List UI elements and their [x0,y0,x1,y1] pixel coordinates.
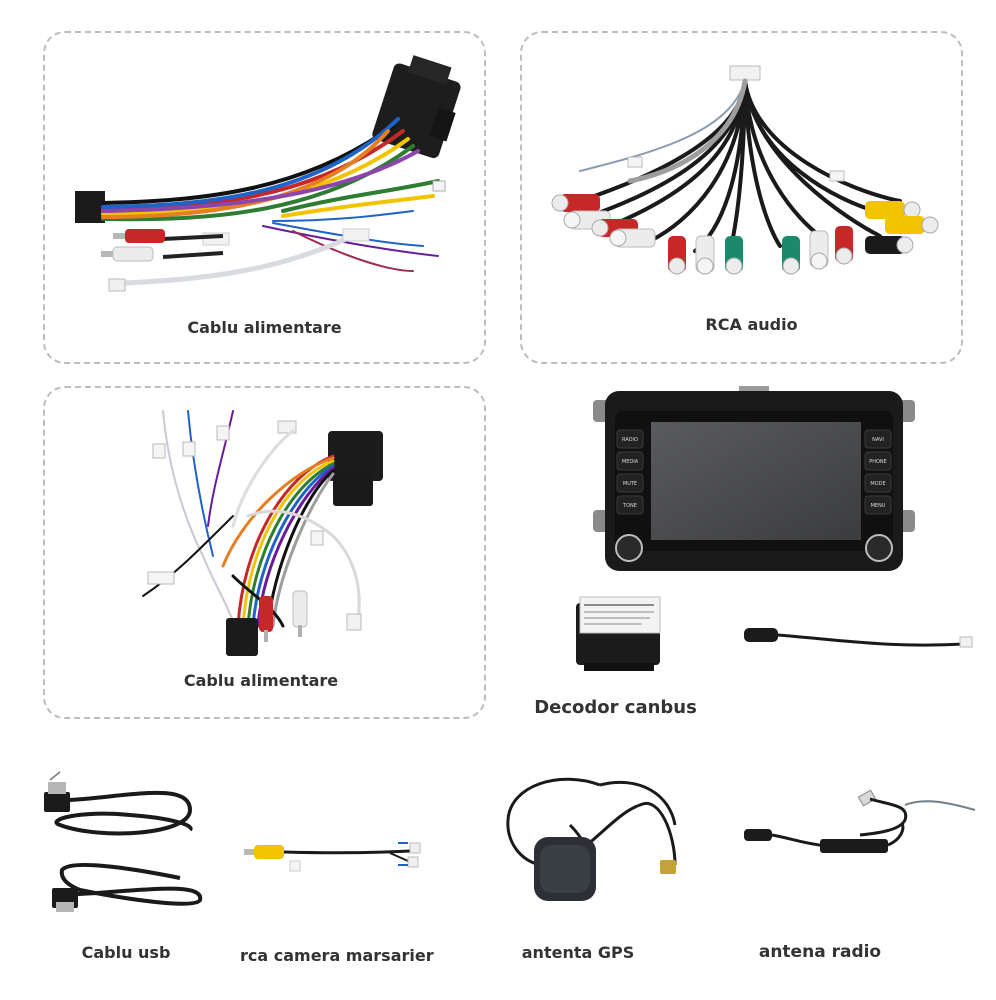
button-media: MEDIA [622,459,639,465]
power-cable-harness-image [75,55,461,292]
button-mute: MUTE [623,481,637,487]
button-menu: MENU [871,503,886,509]
power-cable-harness-image-2 [142,410,383,656]
rear-camera-rca-label: rca camera marsarier [240,946,434,965]
power-cable-label-1: Cablu alimentare [187,318,342,337]
rear-camera-rca-image [244,842,421,872]
button-mode: MODE [870,481,885,487]
rca-audio-cable-image [551,65,939,275]
button-tone: TONE [622,503,637,509]
radio-antenna-label: antena radio [758,942,882,962]
canbus-decoder-label: Decodor canbus [534,697,697,718]
gps-antenna-label: antenta GPS [521,943,635,962]
head-unit-right-buttons: NAVI PHONE MODE MENU [864,429,892,515]
rca-audio-label: RCA audio [705,315,798,334]
canbus-decoder-image [576,596,661,671]
usb-cable-label: Cablu usb [81,943,171,962]
head-unit-left-buttons: RADIO MEDIA MUTE TONE [616,429,644,515]
power-cable-label-2: Cablu alimentare [183,671,339,690]
gps-antenna-image [506,777,677,901]
usb-cable-image [44,771,203,912]
button-navi: NAVI [872,437,884,443]
head-unit-image: RADIO MEDIA MUTE TONE NAVI PHONE MODE ME… [593,386,915,571]
button-radio: RADIO [622,437,638,443]
button-phone: PHONE [869,459,887,465]
canbus-adapter-cable-image [744,628,973,648]
radio-antenna-image [744,789,976,853]
